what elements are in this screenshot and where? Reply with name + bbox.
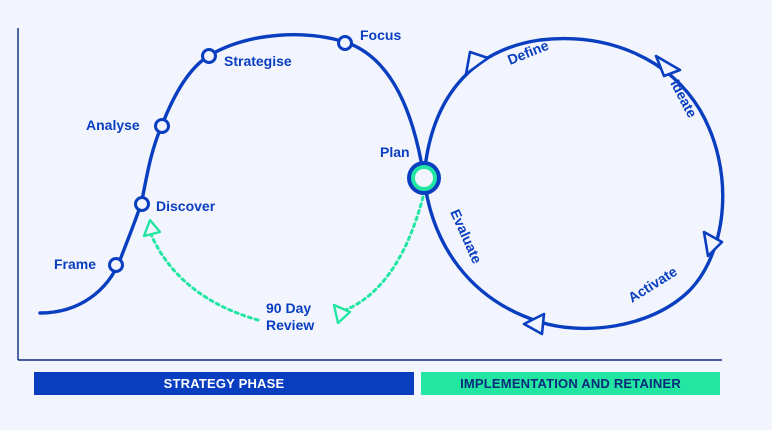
review-arrow-left-icon <box>142 218 162 238</box>
arrow-define-icon <box>464 50 490 76</box>
strategise-label: Strategise <box>224 53 292 69</box>
activate-label: Activate <box>625 263 680 306</box>
strategise-node-icon <box>201 48 217 64</box>
review-arrow-right-icon <box>332 303 352 325</box>
frame-node-icon <box>108 257 124 273</box>
ideate-label: Ideate <box>667 77 700 120</box>
analyse-label: Analyse <box>86 117 140 133</box>
plan-node-ring-icon <box>411 165 437 191</box>
arrow-evaluate-icon <box>522 312 546 336</box>
frame-label: Frame <box>54 256 96 272</box>
arrow-ideate-icon <box>654 54 682 78</box>
strategy-phase-bar: STRATEGY PHASE <box>34 372 414 395</box>
review-label-line2: Review <box>266 317 314 333</box>
review-dotted-path-left <box>148 230 260 322</box>
implementation-phase-bar: IMPLEMENTATION AND RETAINER <box>421 372 720 395</box>
evaluate-arc <box>422 176 542 324</box>
focus-label: Focus <box>360 27 401 43</box>
implementation-phase-label: IMPLEMENTATION AND RETAINER <box>460 376 681 391</box>
review-label-line1: 90 Day <box>266 300 311 316</box>
analyse-node-icon <box>154 118 170 134</box>
strategy-curve <box>38 33 426 315</box>
strategy-phase-label: STRATEGY PHASE <box>163 376 285 391</box>
review-dotted-path <box>338 195 425 314</box>
discover-node-icon <box>134 196 150 212</box>
plan-label: Plan <box>380 144 410 160</box>
arrow-activate-icon <box>702 230 724 258</box>
discover-label: Discover <box>156 198 216 214</box>
focus-node-icon <box>337 35 353 51</box>
